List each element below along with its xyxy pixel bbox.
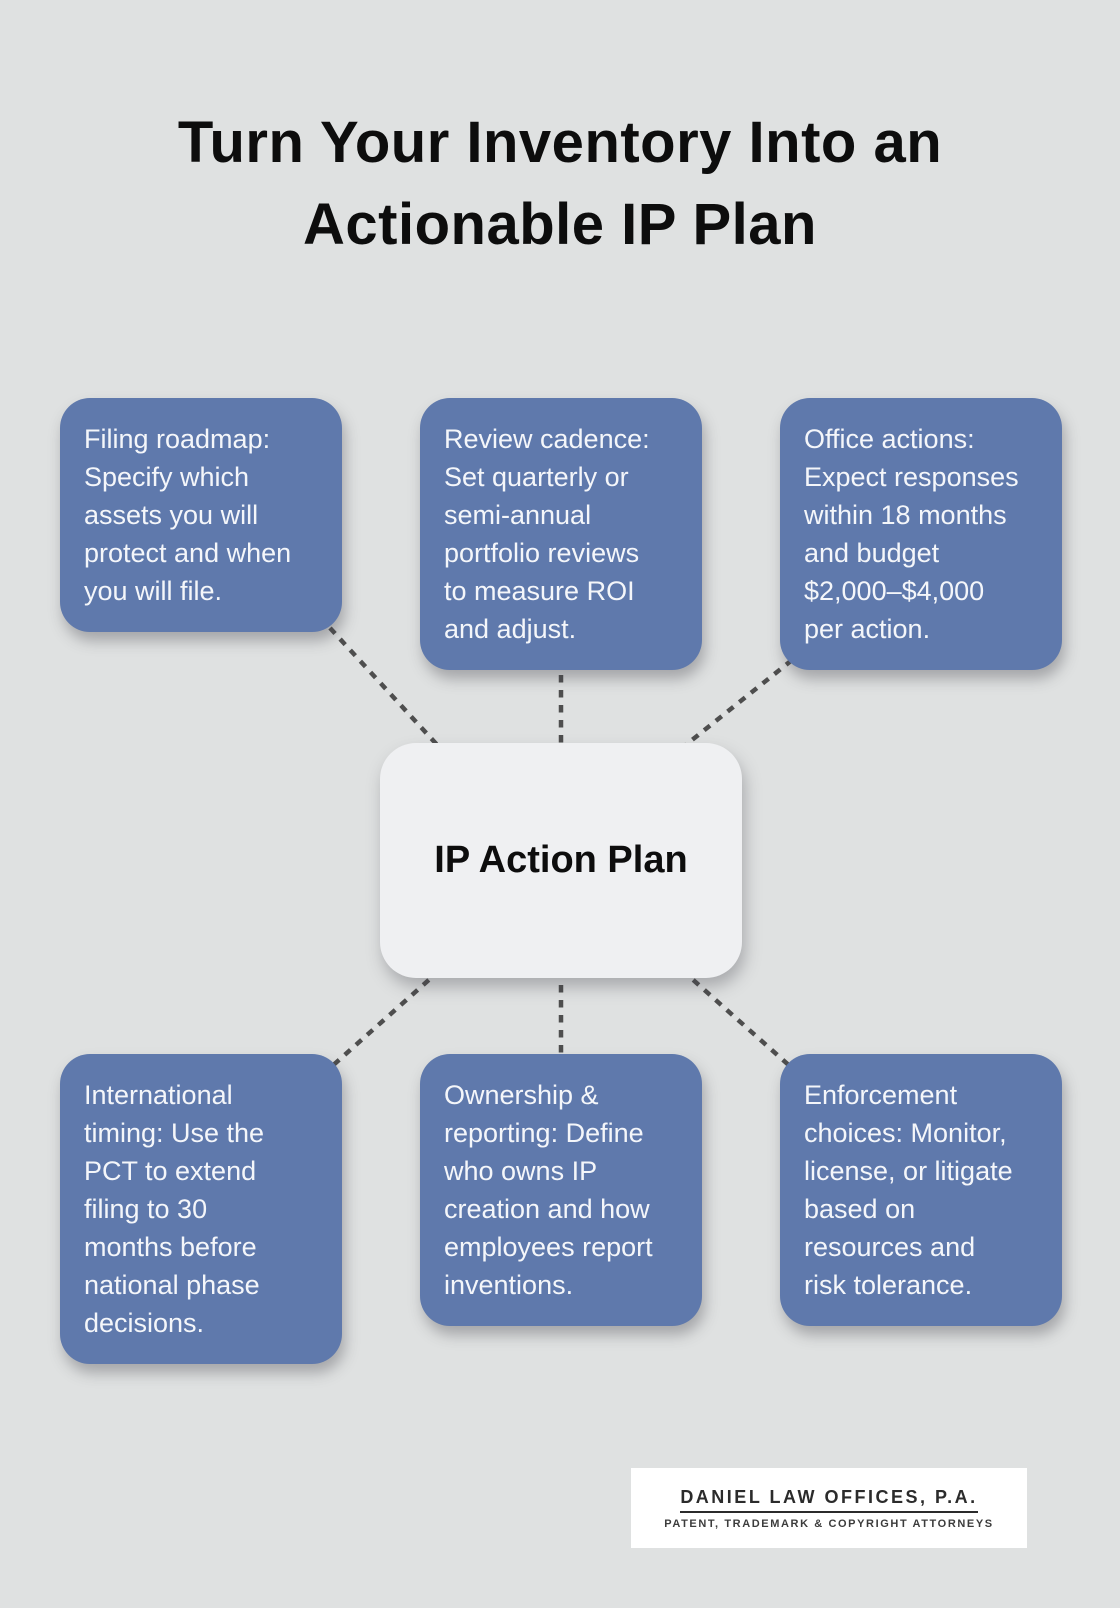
node-office-actions: Office actions: Expect responses within … bbox=[780, 398, 1062, 670]
logo-tagline: PATENT, TRADEMARK & COPYRIGHT ATTORNEYS bbox=[664, 1517, 994, 1530]
connector-top-left bbox=[328, 626, 442, 750]
node-filing-roadmap: Filing roadmap: Specify which assets you… bbox=[60, 398, 342, 632]
connector-bottom-right bbox=[680, 968, 794, 1070]
connector-bottom-left bbox=[328, 968, 442, 1070]
node-ownership-reporting: Ownership & reporting: Define who owns I… bbox=[420, 1054, 702, 1326]
center-node-ip-action-plan: IP Action Plan bbox=[380, 743, 742, 978]
node-enforcement-choices: Enforcement choices: Monitor, license, o… bbox=[780, 1054, 1062, 1326]
logo-firm-name: DANIEL LAW OFFICES, P.A. bbox=[680, 1487, 978, 1513]
daniel-law-offices-logo: DANIEL LAW OFFICES, P.A. PATENT, TRADEMA… bbox=[631, 1468, 1027, 1548]
center-node-label: IP Action Plan bbox=[434, 839, 688, 881]
node-international-timing: International timing: Use the PCT to ext… bbox=[60, 1054, 342, 1364]
page-title: Turn Your Inventory Into an Actionable I… bbox=[177, 110, 943, 257]
connector-top-right bbox=[680, 658, 794, 750]
node-review-cadence: Review cadence: Set quarterly or semi-an… bbox=[420, 398, 702, 670]
